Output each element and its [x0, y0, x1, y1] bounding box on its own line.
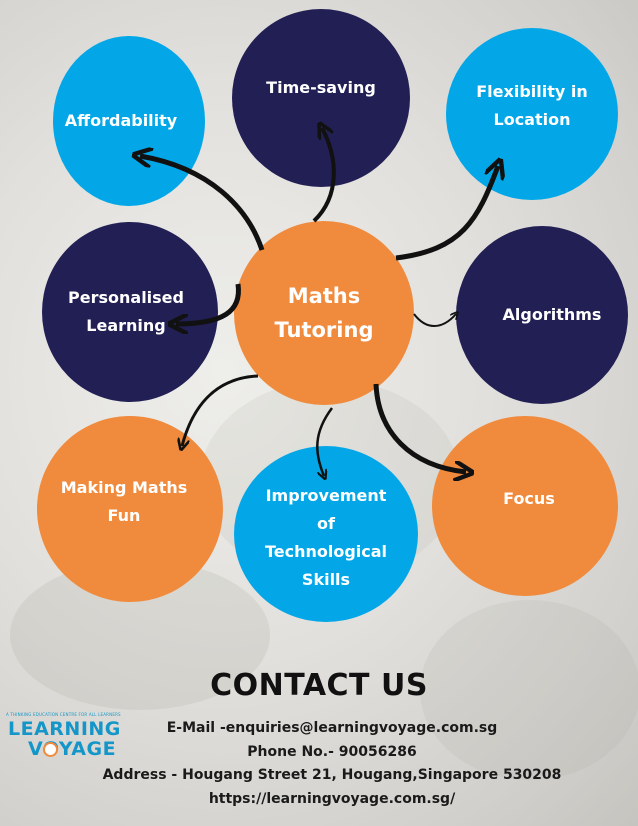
- arrow-to-focus: [373, 383, 466, 472]
- learning-voyage-logo: A THINKING EDUCATION CENTRE FOR ALL LEAR…: [6, 712, 130, 760]
- algorithms-label: Algorithms: [502, 305, 602, 324]
- affordability-node: Affordability: [53, 36, 205, 206]
- arrow-to-improvement: [316, 407, 334, 476]
- time-saving-node: Time-saving: [232, 9, 410, 187]
- flexibility-label-line1: Flexibility in: [476, 82, 588, 101]
- personalised-learning-node: Personalised Learning: [42, 222, 218, 402]
- algorithms-node: Algorithms: [456, 226, 628, 404]
- improvement-label-line2: of: [317, 514, 335, 533]
- making-maths-fun-label: Making Maths Fun: [61, 474, 188, 530]
- center-label-line1: Maths: [287, 284, 361, 308]
- personalised-learning-label: Personalised Learning: [68, 284, 184, 340]
- focus-label: Focus: [503, 489, 555, 508]
- improvement-label-line3: Technological: [264, 542, 388, 561]
- improvement-label-line1: Improvement: [265, 486, 387, 505]
- contact-address: Address - Hougang Street 21, Hougang,Sin…: [102, 767, 562, 783]
- making-fun-label-line1: Making Maths: [60, 478, 188, 497]
- contact-phone[interactable]: Phone No.- 90056286: [247, 744, 417, 760]
- center-label-line2: Tutoring: [274, 318, 374, 342]
- logo-word-learning: LEARNING: [8, 718, 121, 740]
- maths-tutoring-label: Maths Tutoring: [275, 279, 374, 347]
- personalised-label-line2: Learning: [86, 316, 166, 335]
- arrow-to-affordability: [140, 156, 265, 251]
- maths-tutoring-center-node: Maths Tutoring: [234, 221, 414, 405]
- arrow-to-personalised: [176, 283, 241, 324]
- flexibility-label: Flexibility in Location: [476, 78, 588, 134]
- making-fun-label-line2: Fun: [107, 506, 141, 525]
- ship-wheel-icon: [43, 742, 58, 757]
- improvement-tech-skills-label: Improvement of Technological Skills: [265, 482, 387, 594]
- logo-tagline: A THINKING EDUCATION CENTRE FOR ALL LEAR…: [6, 712, 121, 717]
- contact-email[interactable]: E-Mail -enquiries@learningvoyage.com.sg: [166, 720, 498, 736]
- arrow-to-algorithms: [413, 314, 456, 327]
- focus-node: Focus: [432, 416, 618, 596]
- contact-website-link[interactable]: https://learningvoyage.com.sg/: [208, 791, 456, 807]
- personalised-label-line1: Personalised: [68, 288, 184, 307]
- arrow-to-making-fun: [182, 374, 259, 446]
- arrow-to-time-saving: [312, 128, 336, 223]
- contact-us-heading: CONTACT US: [210, 668, 428, 703]
- flexibility-node: Flexibility in Location: [446, 28, 618, 200]
- affordability-label: Affordability: [64, 111, 178, 130]
- arrow-to-flexibility: [395, 166, 498, 261]
- improvement-label-line4: Skills: [301, 570, 351, 589]
- flexibility-label-line2: Location: [493, 110, 571, 129]
- time-saving-label: Time-saving: [266, 78, 376, 97]
- making-maths-fun-node: Making Maths Fun: [37, 416, 223, 602]
